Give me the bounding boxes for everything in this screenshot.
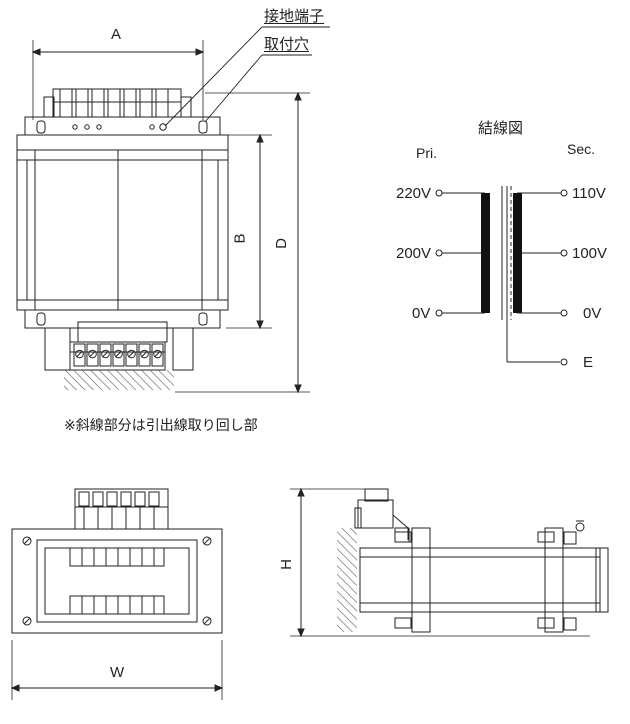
dimension-label-b: B <box>231 233 249 244</box>
secondary-label: Sec. <box>567 141 596 157</box>
bottom-terminal-screws <box>73 343 164 367</box>
wiring-diagram <box>435 186 568 366</box>
dimension-label-d: D <box>272 238 290 249</box>
secondary-tap-110v: 110V <box>572 185 606 202</box>
mounting-hole-label: 取付穴 <box>264 36 310 53</box>
dimension-label-a: A <box>111 26 122 43</box>
wiring-title: 結線図 <box>478 120 524 137</box>
primary-tap-0v: 0V <box>412 305 431 322</box>
dimension-label-w: W <box>110 664 125 681</box>
primary-tap-200v: 200V <box>396 245 432 262</box>
primary-label: Pri. <box>416 145 437 161</box>
secondary-tap-0v: 0V <box>583 305 602 322</box>
top-view <box>16 40 229 371</box>
dimension-label-h: H <box>277 559 295 570</box>
ground-terminal-label: 接地端子 <box>264 8 325 25</box>
lead-routing-hatch <box>64 370 174 390</box>
callout-leaders <box>164 26 330 127</box>
lead-area-note: ※斜線部分は引出線取り回し部 <box>64 417 258 433</box>
earth-terminal-label: E <box>583 354 594 371</box>
side-view <box>290 487 609 638</box>
dimension-lines-BD <box>175 91 310 394</box>
front-view <box>10 488 224 700</box>
primary-tap-220v: 220V <box>396 185 432 202</box>
secondary-tap-100v: 100V <box>572 245 608 262</box>
